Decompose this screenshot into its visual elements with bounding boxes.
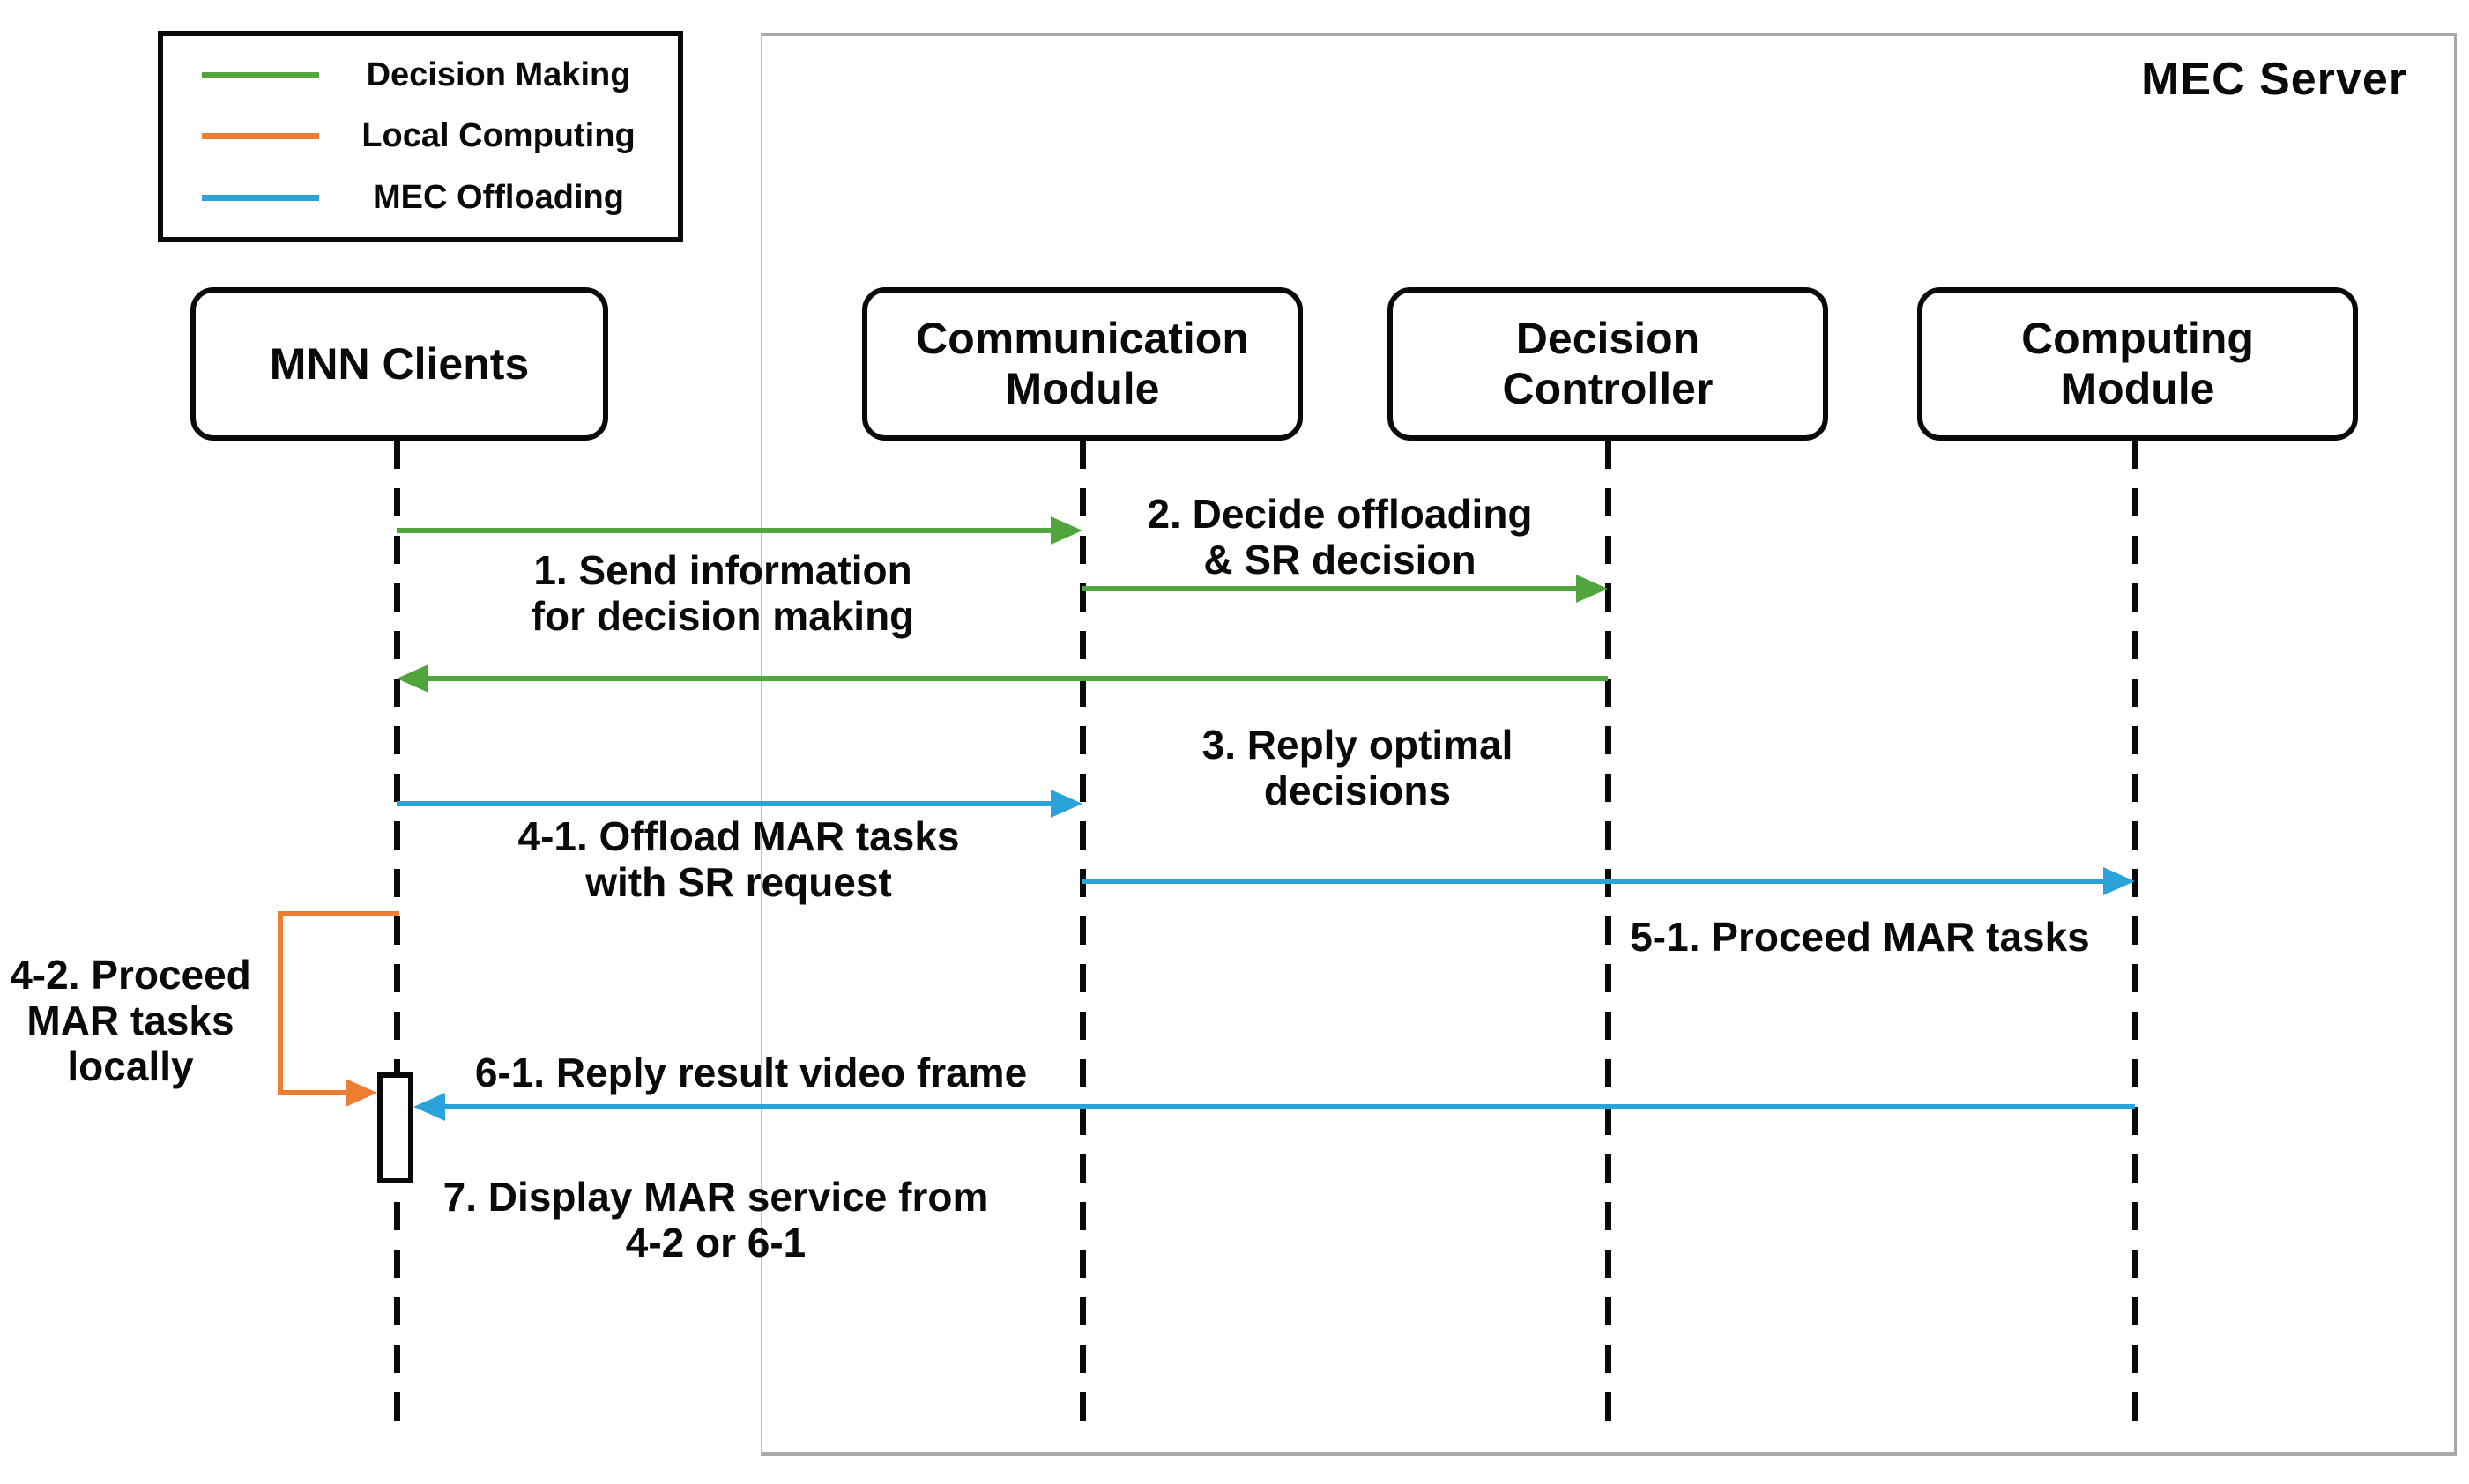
- message-6-1-line: [445, 1104, 2135, 1109]
- message-5-1-label: 5-1. Proceed MAR tasks: [1630, 914, 2090, 960]
- message-2-line: [1082, 586, 1576, 591]
- message-4-2-loop-side: [278, 911, 283, 1095]
- message-1-label: 1. Send information for decision making: [531, 547, 915, 639]
- legend-label: Local Computing: [361, 117, 636, 155]
- actor-computing-module: Computing Module: [1917, 287, 2358, 441]
- arrow-head-right-icon: [1051, 516, 1082, 545]
- legend-label: Decision Making: [366, 56, 631, 94]
- mec-server-title: MEC Server: [2141, 54, 2407, 105]
- message-4-2-loop-top: [278, 911, 399, 916]
- message-4-2-label: 4-2. Proceed MAR tasks locally: [10, 952, 251, 1089]
- legend-item-mec-offloading: MEC Offloading: [163, 179, 678, 217]
- message-1-line: [397, 528, 1051, 533]
- legend-label: MEC Offloading: [373, 178, 624, 216]
- activation-bar-mnn: [377, 1072, 413, 1183]
- mec-server-container: [761, 33, 2457, 1456]
- message-6-1-label: 6-1. Reply result video frame: [474, 1050, 1028, 1095]
- lifeline-mnn-clients: [394, 441, 400, 1436]
- arrow-head-right-icon: [1051, 790, 1082, 818]
- message-3-label: 3. Reply optimal decisions: [1201, 722, 1513, 813]
- actor-decision-controller: Decision Controller: [1387, 287, 1828, 441]
- message-4-2-loop-bottom: [278, 1090, 346, 1095]
- message-7-label: 7. Display MAR service from 4-2 or 6-1: [442, 1174, 989, 1265]
- mec-offloading-line-icon: [202, 194, 319, 201]
- lifeline-communication-module: [1080, 441, 1086, 1436]
- arrow-head-right-icon: [346, 1079, 377, 1107]
- message-5-1-line: [1082, 879, 2103, 884]
- actor-communication-module: Communication Module: [862, 287, 1303, 441]
- legend-item-local-computing: Local Computing: [163, 117, 678, 155]
- message-3-line: [428, 676, 1608, 681]
- legend: Decision Making Local Computing MEC Offl…: [158, 31, 683, 242]
- message-4-1-line: [397, 801, 1051, 806]
- arrow-head-right-icon: [1576, 575, 1608, 603]
- actor-mnn-clients: MNN Clients: [190, 287, 608, 441]
- lifeline-computing-module: [2132, 441, 2138, 1436]
- arrow-head-right-icon: [2103, 867, 2135, 895]
- arrow-head-left-icon: [413, 1093, 445, 1121]
- message-2-label: 2. Decide offloading & SR decision: [1147, 491, 1533, 582]
- decision-making-line-icon: [202, 72, 319, 79]
- arrow-head-left-icon: [397, 664, 428, 693]
- message-4-1-label: 4-1. Offload MAR tasks with SR request: [517, 813, 960, 905]
- legend-item-decision-making: Decision Making: [163, 56, 678, 94]
- local-computing-line-icon: [202, 133, 319, 140]
- lifeline-decision-controller: [1605, 441, 1611, 1436]
